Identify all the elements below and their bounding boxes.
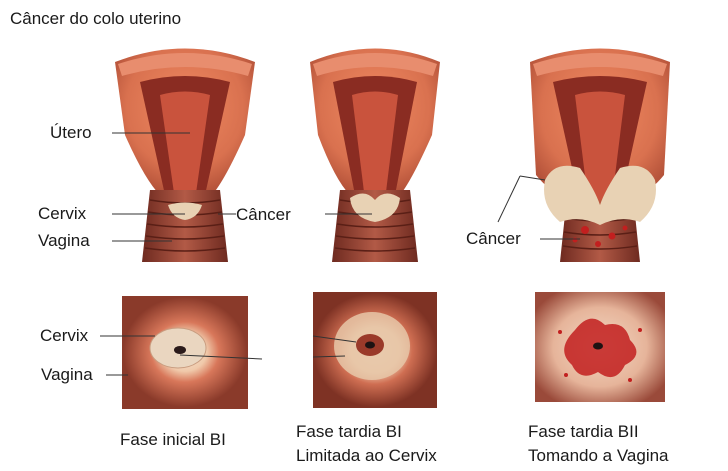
label-cancer-stage-3: Câncer [466,229,521,249]
cervix-view-stage-3 [535,292,665,402]
caption-stage-1: Fase inicial BI [120,428,226,452]
label-utero: Útero [50,123,92,143]
caption-stage-3: Fase tardia BII Tomando a Vagina [528,420,669,468]
cervix-view-stage-1 [122,296,248,409]
label-cervix-bottom: Cervix [40,326,88,346]
caption-stage-2: Fase tardia BI Limitada ao Cervix [296,420,437,468]
label-vagina-bottom: Vagina [41,365,93,385]
caption-stage-2-line2: Limitada ao Cervix [296,444,437,468]
caption-stage-1-line1: Fase inicial BI [120,428,226,452]
caption-stage-3-line1: Fase tardia BII [528,420,669,444]
uterus-stage-1 [115,49,255,263]
label-vagina-top: Vagina [38,231,90,251]
label-cervix-top: Cervix [38,204,86,224]
uterus-stage-3 [530,49,670,263]
caption-stage-2-line1: Fase tardia BI [296,420,437,444]
cervix-view-stage-2 [313,292,437,408]
caption-stage-3-line2: Tomando a Vagina [528,444,669,468]
uterus-stage-2 [310,49,440,263]
label-cancer-stage-2: Câncer [236,205,291,225]
